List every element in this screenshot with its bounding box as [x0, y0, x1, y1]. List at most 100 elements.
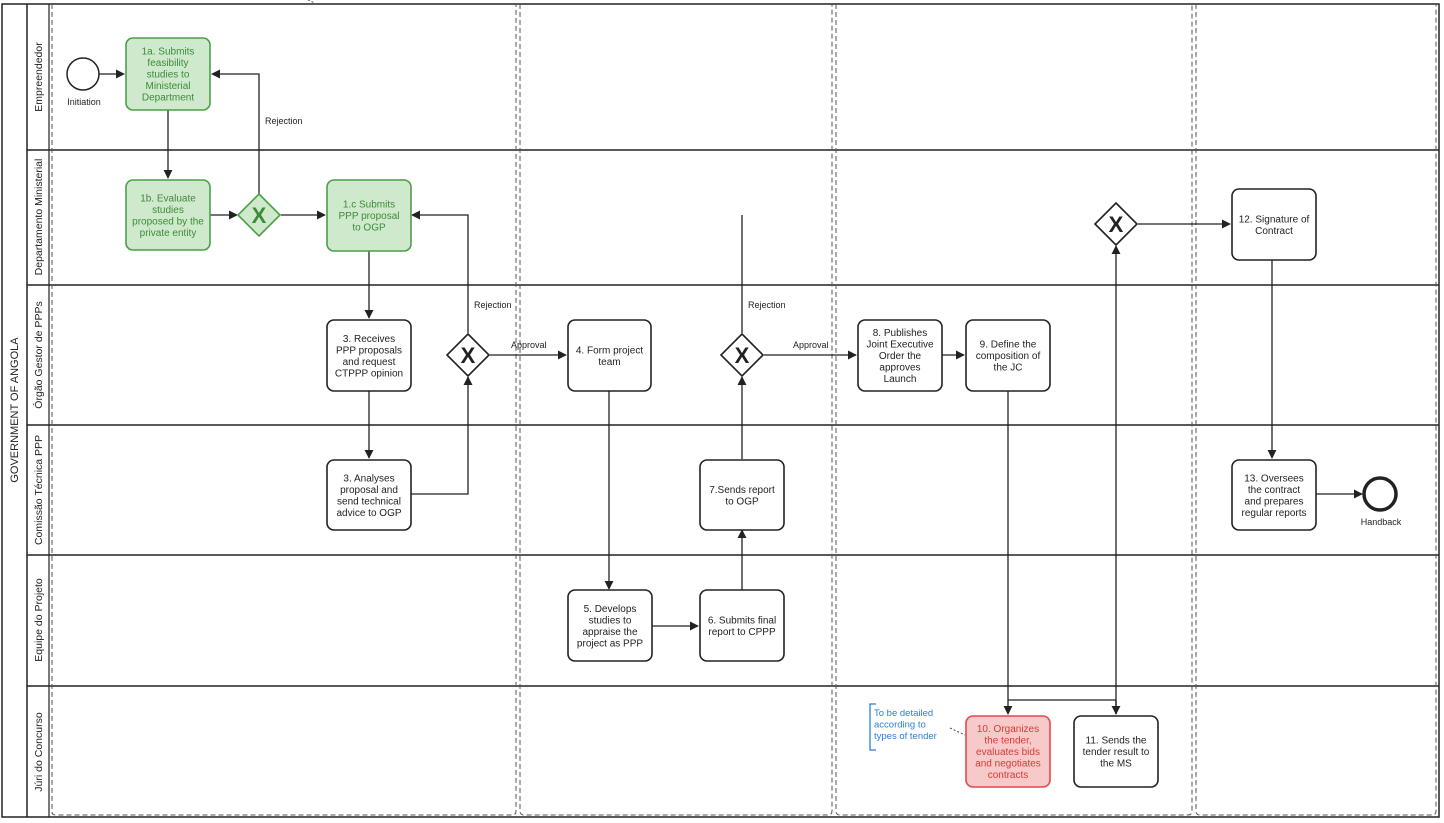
flow-label-rejection: Rejection: [474, 300, 512, 310]
phase-groups: [51, 0, 1437, 816]
task-label-line: to OGP: [352, 223, 386, 234]
task-box: [699, 589, 785, 662]
task-label-line: 6. Submits final: [708, 615, 776, 626]
task-label-line: contracts: [988, 770, 1029, 781]
task-label-line: Contract: [1255, 226, 1293, 237]
task-label-line: 1.c Submits: [343, 200, 395, 211]
end-event: [1362, 476, 1398, 512]
task-label-line: Ministerial: [145, 81, 190, 92]
task-label-line: tender result to: [1083, 747, 1150, 758]
task-label-line: send technical: [337, 496, 401, 507]
task-label-line: team: [598, 357, 620, 368]
task-box: [567, 589, 653, 662]
exclusive-gateway-icon: X: [735, 343, 750, 368]
task-box: [1231, 459, 1317, 531]
task-box: [1231, 188, 1317, 261]
task-box: [567, 319, 652, 392]
task-label-line: regular reports: [1241, 508, 1306, 519]
task-label-line: Launch: [884, 374, 917, 385]
task-label-line: 5. Develops: [584, 604, 637, 615]
start-event-label: Initiation: [67, 97, 101, 107]
gateway-diamond: [1093, 201, 1139, 247]
task-label-line: 3. Analyses: [343, 473, 394, 484]
task-label-line: composition of: [976, 351, 1041, 362]
task-box: [326, 459, 412, 531]
sequence-flows: [99, 69, 1363, 715]
annotation-line: To be detailed: [874, 708, 933, 719]
lane-label-orgao: Órgão Gestor de PPPs: [32, 301, 45, 408]
task-label-line: 11. Sends the: [1086, 736, 1147, 747]
task-label-line: evaluates bids: [976, 747, 1040, 758]
gateway-report-approval: X: [719, 332, 765, 378]
task-label-line: 9. Define the: [980, 340, 1037, 351]
task-label-line: 13. Oversees: [1244, 473, 1303, 484]
start-event: [66, 57, 100, 91]
task-box: [1073, 715, 1159, 788]
task-box: [699, 459, 785, 531]
annotation-line: according to: [874, 720, 926, 731]
task-label-line: approves: [879, 363, 920, 374]
exclusive-gateway-icon: X: [252, 203, 267, 228]
task-label-line: proposed by the: [132, 216, 204, 227]
gateway-tender-result: X: [1093, 201, 1139, 247]
lane-label-equipe: Equipe do Projeto: [33, 578, 45, 662]
task-label-line: report to CPPP: [708, 627, 776, 638]
task-label-line: 3. Receives: [343, 334, 395, 345]
task-label-line: studies to: [589, 615, 632, 626]
task-box: [326, 179, 412, 252]
task-label-line: 12. Signature of: [1239, 214, 1310, 225]
task-label-line: and negotiates: [975, 759, 1041, 770]
task-label-line: and request: [343, 357, 396, 368]
task-label-line: 10. Organizes: [977, 724, 1039, 735]
task-label-line: advice to OGP: [336, 508, 401, 519]
task-label-line: the MS: [1100, 759, 1132, 770]
task-label-line: Joint Executive: [866, 340, 934, 351]
task-box: [857, 319, 943, 392]
task-label-line: Order the: [879, 351, 922, 362]
task-label-line: to OGP: [725, 496, 759, 507]
gateway-evaluate: X: [236, 192, 282, 238]
task-label-line: the JC: [994, 363, 1023, 374]
task-label-line: appraise the: [582, 627, 637, 638]
pool-label: GOVERNMENT OF ANGOLA: [9, 337, 21, 483]
task-label-line: project as PPP: [577, 638, 643, 649]
task-label-line: studies to: [147, 70, 190, 81]
task-label-line: studies: [152, 205, 184, 216]
exclusive-gateway-icon: X: [1109, 212, 1124, 237]
exclusive-gateway-icon: X: [461, 343, 476, 368]
flow-label-rejection: Rejection: [748, 300, 786, 310]
lane-label-comissao: Comissão Técnica PPP: [33, 435, 45, 545]
task-label-line: private entity: [140, 228, 197, 239]
task-label-line: and prepares: [1245, 496, 1304, 507]
task-label-line: Department: [142, 93, 194, 104]
flow-label-approval: Approval: [511, 340, 547, 350]
task-box: [326, 319, 412, 392]
task-label-line: 7.Sends report: [709, 485, 775, 496]
task-label-line: 4. Form project: [576, 345, 643, 356]
task-label-line: the contract: [1248, 485, 1300, 496]
task-label-line: PPP proposals: [336, 345, 402, 356]
gateway-diamond: [445, 332, 491, 378]
end-event-label: Handback: [1361, 517, 1402, 527]
annotation-line: types of tender: [874, 731, 937, 742]
task-label-line: 1a. Submits: [142, 47, 195, 58]
task-label-line: CTPPP opinion: [335, 368, 403, 379]
task-box: [125, 179, 211, 251]
lane-dividers: [27, 149, 1439, 687]
gateway-ctppp-opinion: X: [445, 332, 491, 378]
flow-label-approval: Approval: [793, 340, 829, 350]
task-label-line: proposal and: [340, 485, 398, 496]
